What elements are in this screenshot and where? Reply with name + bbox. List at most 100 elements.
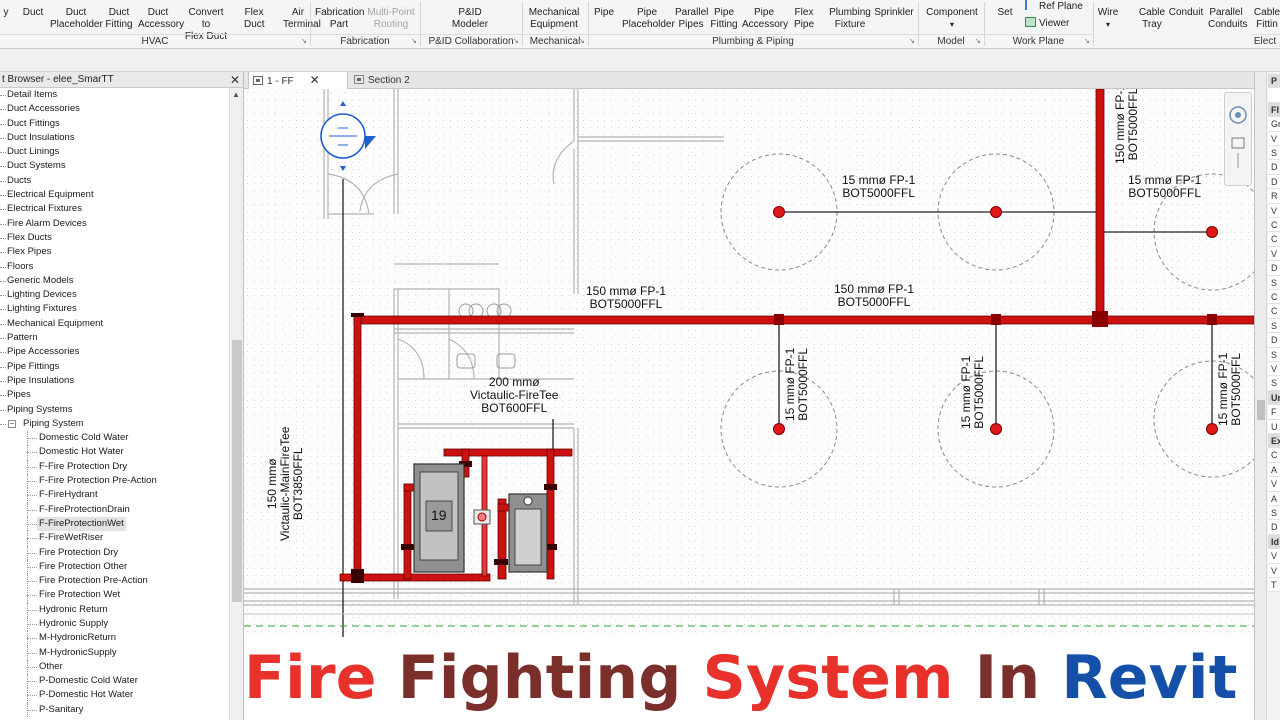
property-group-header[interactable]: P xyxy=(1268,74,1280,89)
browser-item[interactable]: Fire Protection Wet xyxy=(0,588,229,603)
browser-item[interactable]: Fire Alarm Devices xyxy=(0,217,229,231)
browser-item[interactable]: Fire Protection Other xyxy=(0,559,229,575)
browser-item[interactable]: M-HydronicSupply xyxy=(0,645,229,660)
property-row[interactable]: V xyxy=(1268,203,1280,218)
property-row[interactable]: S xyxy=(1268,318,1280,334)
property-row[interactable]: C xyxy=(1268,290,1280,305)
panel-fabrication[interactable]: Fabrication xyxy=(310,34,420,48)
property-row[interactable]: V xyxy=(1268,563,1280,578)
browser-item[interactable]: Pipe Fittings xyxy=(0,360,229,374)
property-row[interactable]: R xyxy=(1268,189,1280,204)
panel-expand-icon[interactable]: ↘ xyxy=(909,38,915,45)
property-row[interactable]: D xyxy=(1268,174,1280,190)
panel-expand-icon[interactable]: ↘ xyxy=(975,38,981,45)
property-row[interactable]: S xyxy=(1268,275,1280,290)
pid-modeler-button[interactable]: P&ID Modeler xyxy=(439,7,501,31)
property-row[interactable]: F xyxy=(1268,405,1280,420)
close-icon[interactable]: ✕ xyxy=(230,73,241,87)
browser-item[interactable]: Detail Items xyxy=(0,88,229,102)
tab-section-2[interactable]: Section 2 xyxy=(350,72,470,89)
property-row[interactable]: A xyxy=(1268,462,1280,478)
property-row[interactable]: D xyxy=(1268,333,1280,348)
browser-item[interactable]: M-HydronicReturn xyxy=(0,631,229,646)
browser-item[interactable]: Domestic Cold Water xyxy=(0,431,229,446)
panel-expand-icon[interactable]: ↘ xyxy=(513,38,519,45)
browser-item[interactable]: Flex Pipes xyxy=(0,245,229,259)
tab-close-icon[interactable]: ✕ xyxy=(309,73,320,87)
browser-item[interactable]: Fire Protection Dry xyxy=(0,545,229,560)
property-row[interactable]: C xyxy=(1268,218,1280,233)
panel-plumbing-piping[interactable]: Plumbing & Piping xyxy=(588,34,918,48)
panel-hvac[interactable]: HVAC xyxy=(0,34,310,48)
browser-item[interactable]: Lighting Devices xyxy=(0,288,229,302)
browser-item[interactable]: F-Fire Protection Pre-Action xyxy=(0,474,229,489)
panel-work-plane[interactable]: Work Plane xyxy=(984,34,1093,48)
browser-item[interactable]: Duct Fittings xyxy=(0,117,229,131)
browser-item[interactable]: F-FireHydrant xyxy=(0,488,229,503)
panel-expand-icon[interactable]: ↘ xyxy=(301,38,307,45)
browser-item[interactable]: Electrical Equipment xyxy=(0,188,229,202)
panel-expand-icon[interactable]: ↘ xyxy=(411,38,417,45)
browser-item[interactable]: P-Sanitary xyxy=(0,702,229,718)
property-row[interactable]: V xyxy=(1268,477,1280,492)
panel-p-id-collaboration[interactable]: P&ID Collaboration xyxy=(420,34,522,48)
property-row[interactable] xyxy=(1268,88,1280,103)
property-row[interactable]: V xyxy=(1268,131,1280,146)
property-row[interactable]: C xyxy=(1268,232,1280,247)
ref-plane-tool[interactable]: Ref Plane xyxy=(1025,0,1083,12)
component-button[interactable]: Component▾ xyxy=(925,7,979,31)
browser-scroll-thumb[interactable] xyxy=(232,340,242,602)
property-row[interactable]: D xyxy=(1268,160,1280,175)
property-row[interactable]: C xyxy=(1268,304,1280,319)
property-row[interactable]: S xyxy=(1268,376,1280,391)
browser-item[interactable]: P-Domestic Hot Water xyxy=(0,688,229,703)
browser-item[interactable]: F-FireWetRiser xyxy=(0,531,229,546)
property-row[interactable]: Gr xyxy=(1268,117,1280,132)
browser-item[interactable]: Floors xyxy=(0,260,229,274)
collapse-icon[interactable]: − xyxy=(8,418,16,428)
property-group-header[interactable]: Ur xyxy=(1268,390,1280,406)
browser-item[interactable]: Mechanical Equipment xyxy=(0,317,229,331)
dropdown-arrow-icon[interactable]: ▾ xyxy=(949,20,954,29)
property-row[interactable]: T xyxy=(1268,578,1280,593)
properties-scroll-thumb[interactable] xyxy=(1257,400,1265,420)
dropdown-arrow-icon[interactable]: ▾ xyxy=(1105,20,1110,29)
property-row[interactable]: A xyxy=(1268,491,1280,506)
browser-scrollbar[interactable]: ▲ xyxy=(229,88,243,720)
browser-item[interactable]: Duct Insulations xyxy=(0,131,229,145)
navigation-bar[interactable] xyxy=(1224,92,1252,186)
panel-expand-icon[interactable]: ↘ xyxy=(579,38,585,45)
duct-partial-button[interactable]: y xyxy=(0,7,12,19)
property-row[interactable]: U xyxy=(1268,419,1280,434)
browser-item[interactable]: Piping Systems xyxy=(0,403,229,417)
browser-item[interactable]: Flex Ducts xyxy=(0,231,229,245)
section-marker[interactable] xyxy=(320,101,376,171)
conduit-button[interactable]: Conduit xyxy=(1168,7,1204,19)
property-row[interactable]: V xyxy=(1268,246,1280,262)
browser-item[interactable]: F-Fire Protection Dry xyxy=(0,459,229,475)
browser-item[interactable]: Duct Accessories xyxy=(0,102,229,116)
browser-item[interactable]: Duct Linings xyxy=(0,145,229,159)
browser-item[interactable]: Pipe Accessories xyxy=(0,345,229,359)
properties-scrollbar[interactable] xyxy=(1255,72,1267,720)
property-row[interactable]: S xyxy=(1268,146,1280,161)
browser-item[interactable]: Other xyxy=(0,659,229,675)
browser-item[interactable]: Hydronic Supply xyxy=(0,616,229,632)
panel-mechanical[interactable]: Mechanical xyxy=(522,34,588,48)
browser-item[interactable]: F-FireProtectionWet xyxy=(0,516,229,532)
panel-elect[interactable]: Elect xyxy=(1250,34,1280,48)
viewer-tool[interactable]: Viewer xyxy=(1025,17,1069,29)
property-row[interactable]: S xyxy=(1268,347,1280,362)
